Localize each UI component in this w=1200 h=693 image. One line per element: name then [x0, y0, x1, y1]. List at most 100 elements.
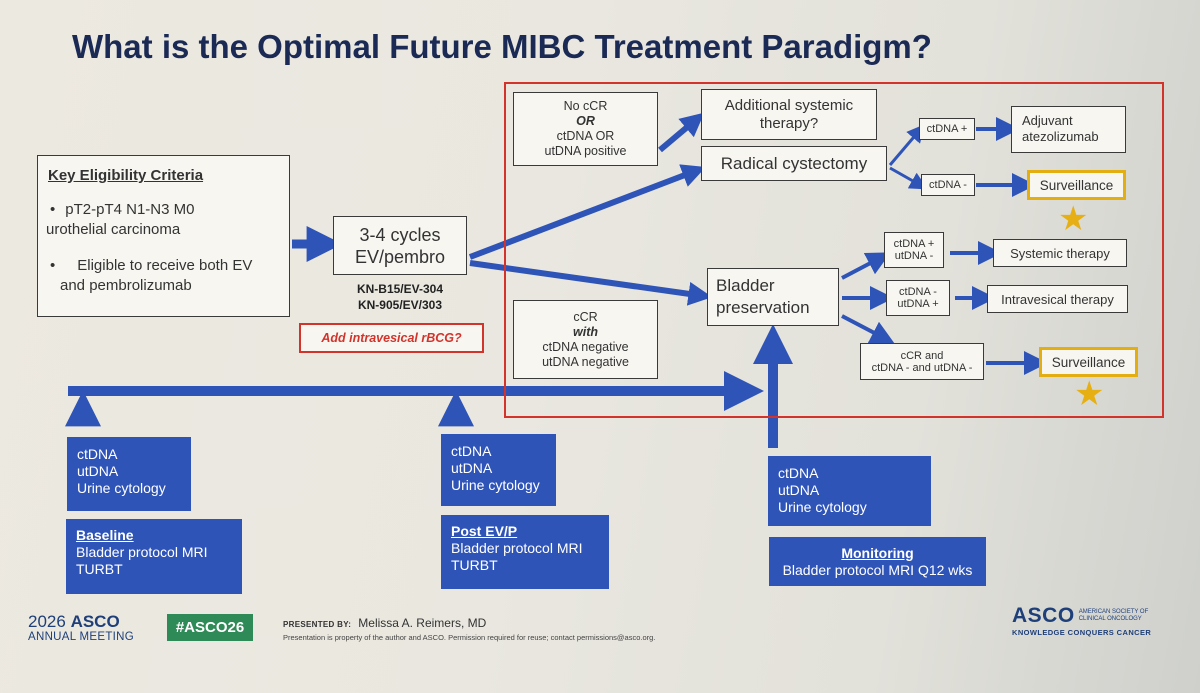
trial-1: KN-B15/EV-304 [356, 282, 444, 296]
biomarker-ctdna: ctDNA [778, 465, 819, 481]
ccr-line2: with [573, 324, 598, 339]
arrow-induction-to-preservation [469, 260, 713, 306]
arrow-nocr-to-systemic [658, 112, 705, 153]
adjuvant-line2: atezolizumab [1022, 129, 1099, 144]
meeting-logo: 2026 ASCO ANNUAL MEETING [28, 612, 158, 643]
baseline-heading: Baseline [76, 527, 134, 543]
eligibility-item-1-line2: urothelial carcinoma [46, 221, 181, 238]
no-ccr-line1: No cCR [563, 99, 608, 113]
additional-systemic-line2: therapy? [759, 114, 819, 132]
eligibility-item-1-line1: pT2-pT4 N1-N3 M0 [65, 201, 195, 218]
society-line2: CLINICAL ONCOLOGY [1078, 616, 1142, 622]
ccr-line3: ctDNA negative [542, 339, 629, 354]
adjuvant-atezolizumab-box: Adjuvant atezolizumab [1011, 106, 1126, 153]
asco-society-logo: ASCO AMERICAN SOCIETY OF CLINICAL ONCOLO… [1012, 604, 1184, 637]
radical-cystectomy-box: Radical cystectomy [701, 146, 887, 181]
biomarker-cytology: Urine cytology [77, 480, 166, 496]
arrow-induction-to-cystectomy [468, 164, 706, 260]
branch1-line1: ctDNA + [893, 238, 935, 250]
eligibility-item-1: • pT2-pT4 N1-N3 M0 urothelial carcinoma [46, 200, 289, 240]
ccr-line1: cCR [573, 309, 598, 324]
trial-2: KN-905/EV/303 [357, 298, 443, 312]
induction-line2: EV/pembro [354, 246, 446, 267]
ccr-box: cCR with ctDNA negative utDNA negative [513, 300, 658, 379]
branch-ctdna-neg-utdna-pos: ctDNA - utDNA + [886, 280, 950, 316]
surveillance-box-bp: Surveillance [1039, 347, 1138, 377]
presented-by-label: PRESENTED BY: [283, 620, 352, 629]
post-evp-line1: Bladder protocol MRI [451, 540, 583, 556]
branch-ctdna-pos-utdna-neg: ctDNA + utDNA - [884, 232, 944, 268]
biomarker-utdna: utDNA [451, 460, 493, 476]
star-icon: ★ [1058, 200, 1089, 238]
arrow-bp-to-branch1 [841, 252, 891, 280]
baseline-box: Baseline Bladder protocol MRI TURBT [66, 519, 242, 594]
arrow-rc-to-ctdna-pos [888, 124, 925, 166]
meeting-year: 2026 [28, 612, 66, 631]
post-evp-heading: Post EV/P [451, 523, 518, 539]
arrow-rc-to-ctdna-neg [889, 166, 928, 190]
hashtag-badge: #ASCO26 [167, 614, 253, 641]
induction-box: 3-4 cycles EV/pembro [333, 216, 467, 275]
ctdna-negative-label: ctDNA - [921, 174, 975, 196]
bladder-outcome-frame [504, 82, 1164, 418]
eligibility-item-2-line1: Eligible to receive both EV [77, 257, 253, 274]
branch2-line1: ctDNA - [899, 286, 937, 298]
ccr-line4: utDNA negative [542, 354, 629, 369]
induction-line1: 3-4 cycles [359, 224, 441, 245]
no-ccr-line4: utDNA positive [544, 144, 627, 158]
meeting-logo-line1: 2026 ASCO [28, 612, 158, 631]
bladder-preservation-line1: Bladder [716, 276, 775, 295]
monitoring-box: Monitoring Bladder protocol MRI Q12 wks [769, 537, 986, 586]
monitoring-biomarkers-box: ctDNA utDNA Urine cytology [768, 456, 931, 526]
trial-list: KN-B15/EV-304 KN-905/EV/303 [333, 281, 467, 313]
biomarker-ctdna: ctDNA [77, 446, 118, 462]
no-ccr-line2: OR [576, 114, 595, 128]
asco-logo-text: ASCO [1012, 604, 1075, 627]
disclaimer: Presentation is property of the author a… [283, 633, 656, 642]
society-name: AMERICAN SOCIETY OF CLINICAL ONCOLOGY [1079, 609, 1149, 623]
ctdna-positive-label: ctDNA + [919, 118, 975, 140]
biomarker-cytology: Urine cytology [778, 499, 867, 515]
bullet: • [50, 257, 56, 274]
eligibility-item-2: • Eligible to receive both EV and pembrol… [46, 256, 289, 296]
bladder-preservation-line2: preservation [716, 298, 810, 317]
eligibility-box: Key Eligibility Criteria • pT2-pT4 N1-N3 … [37, 155, 290, 317]
additional-systemic-line1: Additional systemic [724, 96, 854, 114]
post-evp-box: Post EV/P Bladder protocol MRI TURBT [441, 515, 609, 589]
star-icon: ★ [1074, 375, 1105, 413]
additional-systemic-box: Additional systemic therapy? [701, 89, 877, 140]
eligibility-heading: Key Eligibility Criteria [48, 167, 204, 184]
page-title: What is the Optimal Future MIBC Treatmen… [72, 28, 932, 65]
biomarker-ctdna: ctDNA [451, 443, 492, 459]
systemic-therapy-box: Systemic therapy [993, 239, 1127, 267]
meeting-name: ANNUAL MEETING [28, 631, 135, 643]
branch2-line2: utDNA + [897, 298, 939, 310]
branch3-line1: cCR and [900, 349, 944, 362]
surveillance-box-rc: Surveillance [1027, 170, 1126, 200]
presenter-name: Melissa A. Reimers, MD [358, 616, 487, 630]
intravesical-therapy-box: Intravesical therapy [987, 285, 1128, 313]
baseline-line1: Bladder protocol MRI [76, 544, 208, 560]
add-rbcg-question: Add intravesical rBCG? [299, 323, 484, 353]
adjuvant-line1: Adjuvant [1022, 113, 1073, 128]
biomarker-utdna: utDNA [778, 482, 820, 498]
asco-logo-row: ASCO AMERICAN SOCIETY OF CLINICAL ONCOLO… [1012, 604, 1184, 628]
biomarker-utdna: utDNA [77, 463, 119, 479]
eligibility-item-2-line2: and pembrolizumab [60, 277, 192, 294]
asco-tagline: KNOWLEDGE CONQUERS CANCER [1012, 628, 1152, 637]
arrow-bp-to-branch3 [841, 314, 895, 344]
baseline-biomarkers-box: ctDNA utDNA Urine cytology [67, 437, 191, 511]
no-ccr-box: No cCR OR ctDNA OR utDNA positive [513, 92, 658, 166]
branch-ccr-all-negative: cCR and ctDNA - and utDNA - [860, 343, 984, 380]
post-evp-biomarkers-box: ctDNA utDNA Urine cytology [441, 434, 556, 506]
bladder-preservation-box: Bladder preservation [707, 268, 839, 326]
branch3-line2: ctDNA - and utDNA - [871, 361, 973, 374]
bullet: • [50, 201, 56, 218]
monitoring-heading: Monitoring [841, 544, 914, 561]
baseline-line2: TURBT [76, 561, 123, 577]
biomarker-cytology: Urine cytology [451, 477, 540, 493]
monitoring-line1: Bladder protocol MRI Q12 wks [782, 561, 973, 578]
meeting-org: ASCO [70, 612, 120, 631]
